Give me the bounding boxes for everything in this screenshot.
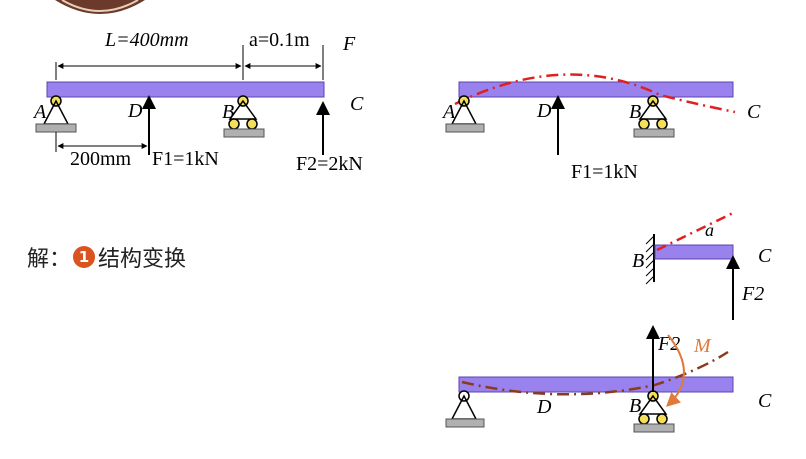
label-C-2: C [747,101,761,123]
label-200mm: 200mm [70,148,132,170]
pin-support-A-4 [445,390,485,428]
logo-fragment [55,0,145,14]
label-C-3: C [758,245,772,267]
step-number-badge: 1 [73,246,96,268]
label-D: D [127,100,143,122]
label-D-4: D [536,396,552,418]
beam-2 [458,81,734,98]
label-F2-4: F2 [657,333,680,355]
deflection-curve-2 [454,73,736,114]
moment-arc-M [665,334,685,407]
solution-step-line: 解： 1 结构变换 [27,240,186,274]
label-L: L=400mm [104,29,189,51]
label-C-4: C [758,390,772,412]
solution-step-text: 结构变换 [98,247,187,272]
figure-2-deflection: A B D C F1=1kN [441,73,761,183]
label-F2-value: F2=2kN [296,153,363,175]
roller-support-B-4 [633,390,675,433]
label-D-2: D [536,100,552,122]
beam-3 [654,244,734,260]
pin-support-A [35,95,77,133]
label-B-2: B [629,101,641,123]
figure-4-equivalent: B D C F2 M [445,325,772,433]
label-a: a=0.1m [249,29,310,51]
label-F2-3: F2 [741,283,764,305]
label-A: A [32,101,47,123]
label-B-3: B [632,250,644,272]
figure-3-cantilever: a B C F2 [632,210,772,320]
label-C: C [350,93,364,115]
label-F: F [342,33,356,55]
beam-4 [458,376,734,393]
pin-support-A-2 [445,95,485,133]
label-M: M [693,335,712,357]
label-A-2: A [441,101,456,123]
roller-support-B-2 [633,95,675,138]
label-F1-value: F1=1kN [152,148,219,170]
beam-1 [46,81,325,98]
deflection-curve-4 [461,350,729,396]
label-a-3: a [705,220,714,240]
label-F1-value-2: F1=1kN [571,161,638,183]
label-B: B [222,101,234,123]
roller-support-B [223,95,265,138]
label-B-4: B [629,395,641,417]
figure-1-beam-loading: L=400mm a=0.1m F A B D C 200mm F1=1k [32,29,364,175]
rotation-line [656,210,736,252]
solution-prefix: 解： [27,247,72,272]
